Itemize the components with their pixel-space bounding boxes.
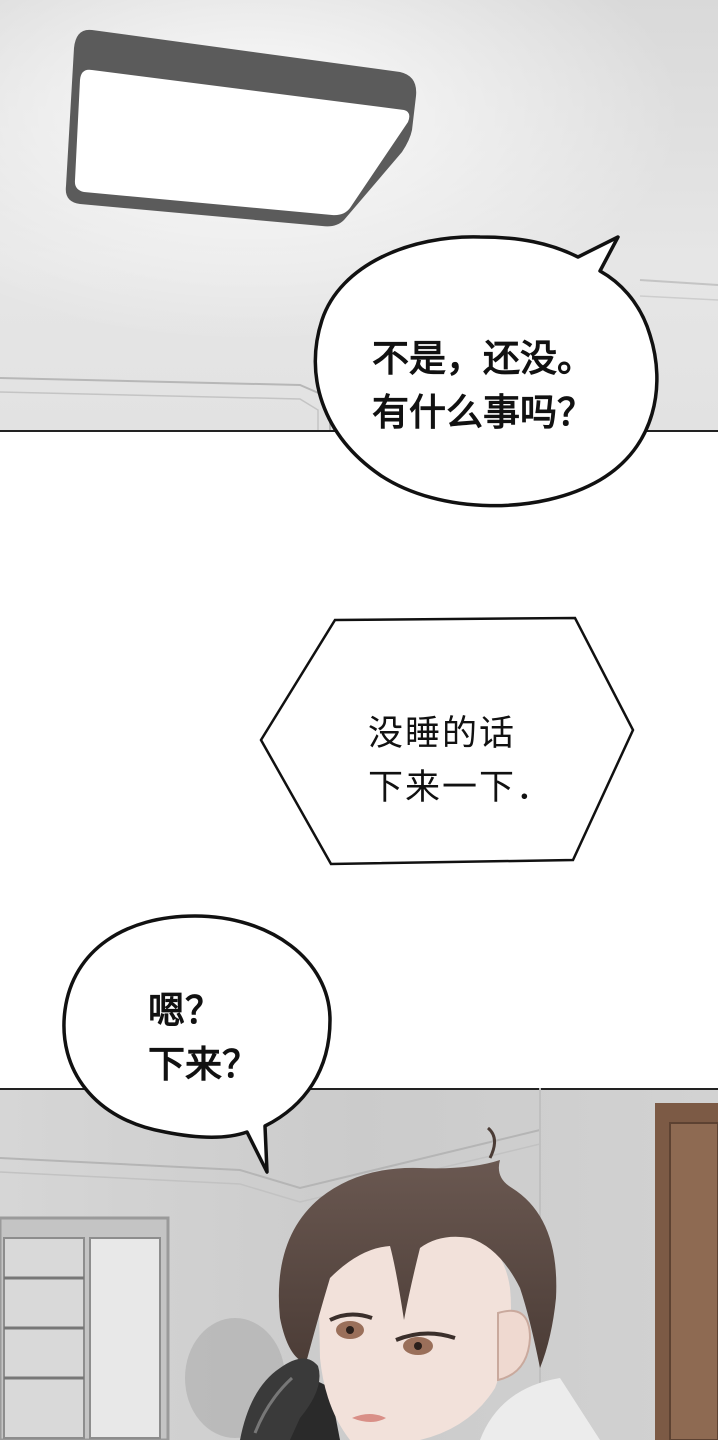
character-panel <box>0 1088 718 1440</box>
speech-bottom-line-1: 嗯？ <box>148 989 222 1032</box>
speech-bubble-bottom-text: 嗯？ 下来？ <box>148 984 259 1091</box>
character-illustration <box>0 1088 718 1440</box>
character-face <box>318 1216 511 1440</box>
ceiling-panel <box>0 0 718 432</box>
phone-message-bubble <box>259 616 635 866</box>
character-hair <box>278 1160 557 1368</box>
speech-bubble-top <box>313 235 659 508</box>
speech-bubble-bottom <box>62 914 332 1174</box>
phone-message-line-1: 没睡的话 <box>368 714 517 754</box>
ceiling-lamp-light <box>74 69 410 216</box>
speech-bubble-top-text: 不是，还没。有什么事吗？ <box>372 332 594 439</box>
speech-bottom-line-2: 下来？ <box>148 1042 259 1086</box>
ceiling-illustration <box>0 0 718 432</box>
speech-top-line-1: 不是，还没。 <box>372 337 594 380</box>
phone-message-line-2: 下来一下． <box>368 768 554 809</box>
speech-top-line-2: 有什么事吗？ <box>372 390 594 434</box>
phone-message-text: 没睡的话下来一下． <box>368 707 553 816</box>
